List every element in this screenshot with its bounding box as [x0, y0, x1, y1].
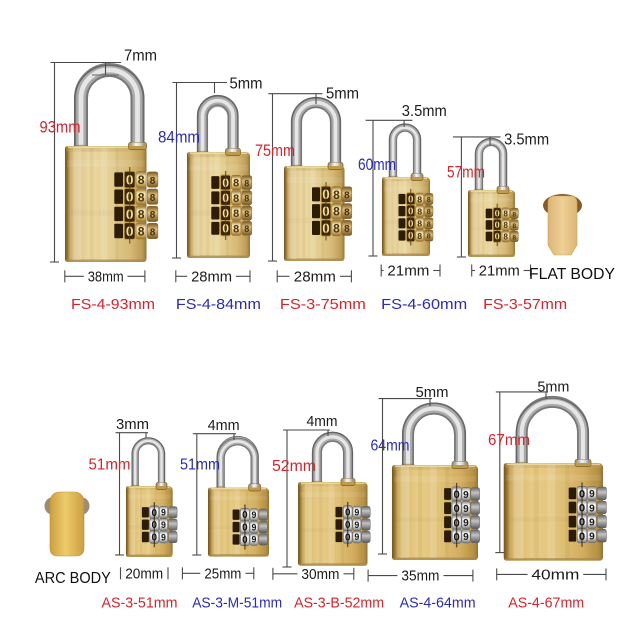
- svg-text:4mm: 4mm: [307, 413, 338, 430]
- svg-text:8: 8: [333, 205, 340, 219]
- svg-text:35mm: 35mm: [401, 569, 439, 585]
- svg-text:9: 9: [161, 508, 166, 518]
- svg-text:8: 8: [244, 209, 249, 219]
- svg-text:8: 8: [150, 210, 156, 221]
- svg-text:9: 9: [252, 535, 257, 545]
- svg-text:8: 8: [333, 222, 340, 236]
- svg-text:FLAT BODY: FLAT BODY: [529, 266, 615, 283]
- svg-text:FS-4-60mm: FS-4-60mm: [381, 296, 467, 313]
- svg-text:5mm: 5mm: [416, 384, 449, 401]
- svg-text:51mm: 51mm: [89, 457, 131, 474]
- svg-text:3.5mm: 3.5mm: [504, 132, 549, 149]
- svg-text:8: 8: [344, 191, 350, 202]
- svg-text:8: 8: [233, 224, 239, 236]
- svg-text:FS-3-75mm: FS-3-75mm: [280, 296, 366, 313]
- svg-text:8: 8: [427, 232, 431, 241]
- svg-text:AS-3-B-52mm: AS-3-B-52mm: [294, 595, 384, 612]
- svg-text:67mm: 67mm: [488, 432, 530, 449]
- svg-text:30mm: 30mm: [301, 567, 339, 583]
- svg-text:28mm: 28mm: [191, 269, 232, 285]
- svg-text:8: 8: [503, 232, 508, 241]
- svg-text:25mm: 25mm: [204, 566, 241, 582]
- svg-text:9: 9: [161, 532, 166, 542]
- svg-text:3.5mm: 3.5mm: [402, 103, 447, 120]
- svg-text:FS-4-84mm: FS-4-84mm: [176, 296, 261, 313]
- svg-text:5mm: 5mm: [230, 76, 263, 93]
- svg-text:FS-4-93mm: FS-4-93mm: [71, 296, 155, 313]
- svg-text:8: 8: [427, 207, 431, 216]
- svg-text:8: 8: [512, 223, 516, 230]
- svg-text:8: 8: [150, 227, 156, 238]
- svg-text:9: 9: [463, 504, 469, 515]
- svg-text:8: 8: [512, 234, 516, 241]
- svg-text:4mm: 4mm: [208, 417, 240, 434]
- svg-text:AS-4-64mm: AS-4-64mm: [400, 595, 476, 612]
- svg-text:8: 8: [244, 194, 249, 204]
- svg-text:9: 9: [161, 520, 166, 530]
- svg-text:AS-4-67mm: AS-4-67mm: [508, 595, 584, 612]
- svg-text:8: 8: [138, 173, 145, 187]
- svg-text:5mm: 5mm: [326, 86, 359, 103]
- svg-text:84mm: 84mm: [158, 128, 200, 147]
- svg-text:60mm: 60mm: [358, 155, 396, 174]
- svg-text:7mm: 7mm: [124, 48, 157, 65]
- svg-text:57mm: 57mm: [447, 163, 485, 182]
- svg-text:AS-3-M-51mm: AS-3-M-51mm: [192, 595, 282, 612]
- svg-text:8: 8: [138, 225, 145, 239]
- svg-text:9: 9: [463, 490, 469, 501]
- svg-text:8: 8: [503, 210, 508, 219]
- svg-text:8: 8: [427, 219, 431, 228]
- svg-text:75mm: 75mm: [255, 141, 295, 160]
- svg-text:93mm: 93mm: [40, 117, 81, 136]
- svg-text:5mm: 5mm: [537, 379, 569, 396]
- svg-text:28mm: 28mm: [294, 269, 336, 285]
- svg-text:8: 8: [417, 194, 422, 204]
- svg-text:9: 9: [589, 517, 595, 528]
- svg-text:8: 8: [344, 224, 350, 235]
- svg-text:9: 9: [589, 532, 595, 543]
- svg-text:21mm: 21mm: [479, 264, 520, 280]
- svg-text:8: 8: [417, 206, 422, 216]
- svg-text:9: 9: [354, 507, 359, 517]
- svg-text:3mm: 3mm: [116, 416, 149, 433]
- svg-text:8: 8: [150, 176, 156, 187]
- svg-text:52mm: 52mm: [272, 458, 316, 475]
- svg-text:8: 8: [138, 208, 145, 222]
- svg-text:8: 8: [244, 224, 249, 234]
- svg-text:8: 8: [417, 231, 422, 241]
- svg-text:20mm: 20mm: [125, 566, 163, 582]
- svg-text:8: 8: [244, 178, 249, 188]
- svg-text:9: 9: [589, 489, 595, 500]
- svg-text:51mm: 51mm: [180, 457, 220, 474]
- svg-text:9: 9: [252, 510, 257, 520]
- svg-text:8: 8: [427, 195, 431, 204]
- svg-text:64mm: 64mm: [371, 438, 410, 455]
- svg-text:9: 9: [463, 532, 469, 543]
- svg-text:8: 8: [150, 193, 156, 204]
- svg-text:8: 8: [333, 188, 340, 202]
- svg-text:9: 9: [354, 520, 359, 530]
- svg-text:8: 8: [233, 178, 239, 190]
- svg-text:8: 8: [503, 221, 508, 230]
- svg-text:9: 9: [354, 532, 359, 542]
- svg-text:FS-3-57mm: FS-3-57mm: [483, 296, 567, 313]
- svg-text:8: 8: [233, 193, 239, 205]
- svg-text:21mm: 21mm: [387, 264, 429, 280]
- svg-text:38mm: 38mm: [88, 269, 124, 285]
- svg-text:8: 8: [138, 190, 145, 204]
- svg-text:9: 9: [589, 503, 595, 514]
- svg-text:8: 8: [344, 207, 350, 218]
- svg-text:8: 8: [512, 211, 516, 218]
- svg-text:AS-3-51mm: AS-3-51mm: [102, 595, 178, 612]
- svg-text:9: 9: [252, 522, 257, 532]
- svg-text:9: 9: [463, 518, 469, 529]
- svg-text:8: 8: [417, 219, 422, 229]
- svg-text:40mm: 40mm: [531, 567, 579, 583]
- svg-text:8: 8: [233, 208, 239, 220]
- svg-text:ARC BODY: ARC BODY: [35, 570, 111, 587]
